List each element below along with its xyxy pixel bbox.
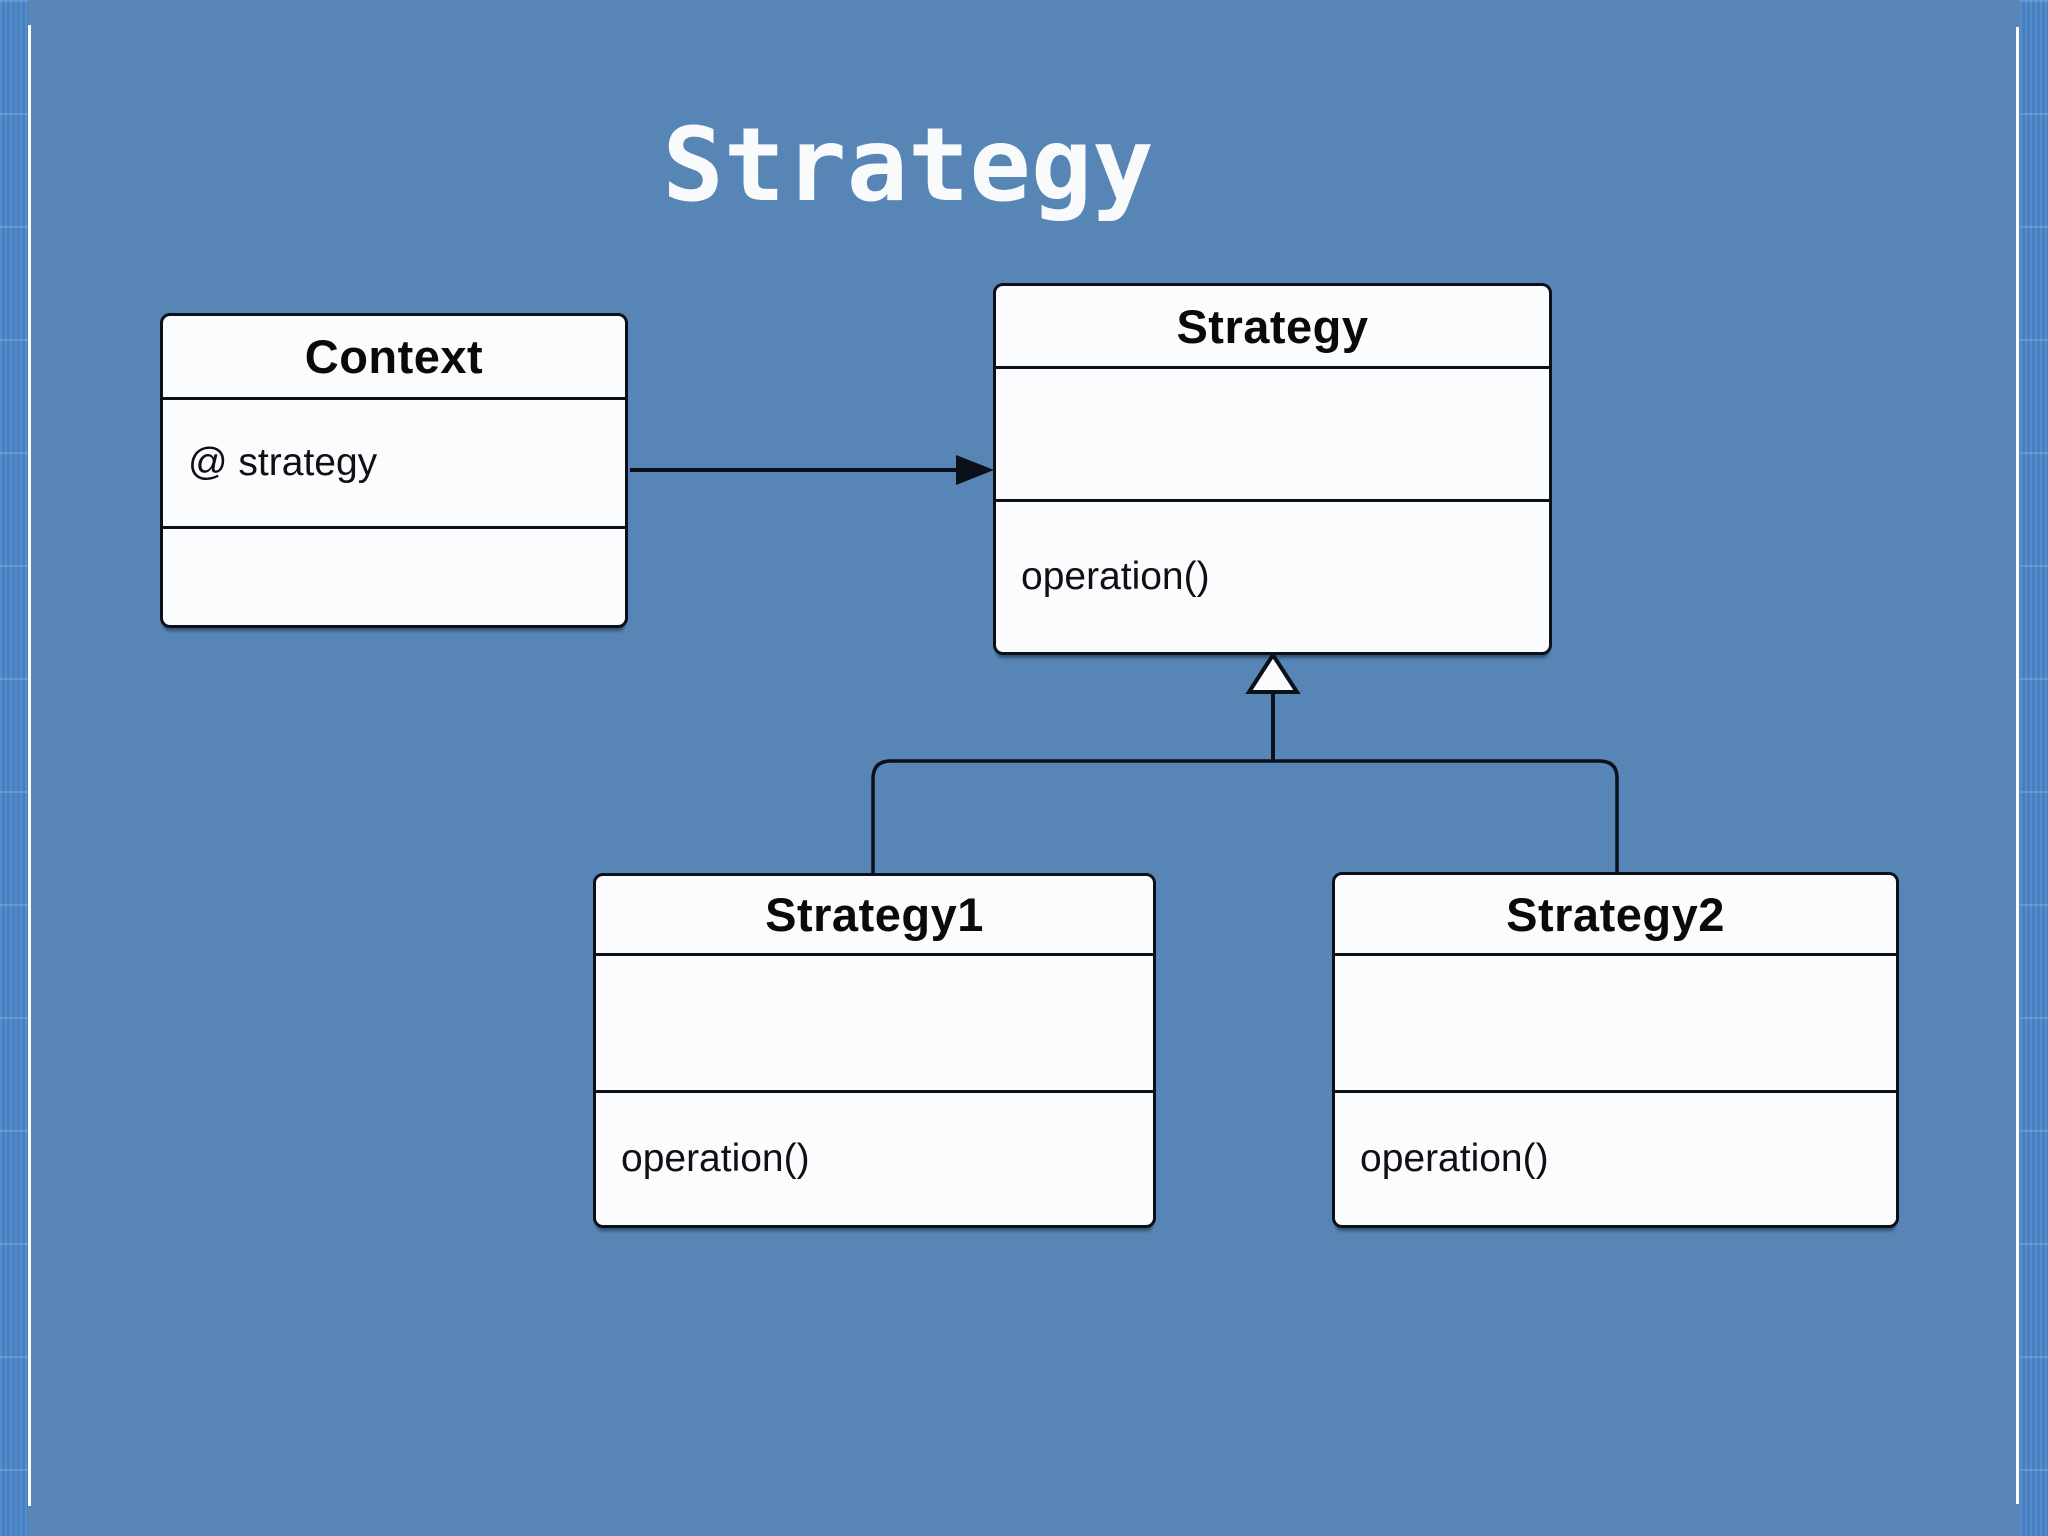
filled-arrowhead-icon	[956, 455, 994, 485]
methods-section: operation()	[996, 502, 1549, 652]
class-name: Strategy2	[1335, 875, 1896, 956]
class-box-strategy: Strategy operation()	[993, 283, 1552, 655]
method-item: operation()	[1360, 1137, 1549, 1180]
diagram-title: Strategy	[662, 106, 1154, 225]
class-name: Context	[163, 316, 625, 400]
right-edge-strip	[2020, 0, 2048, 1536]
class-box-strategy2: Strategy2 operation()	[1332, 872, 1899, 1228]
hollow-triangle-icon	[1245, 651, 1301, 694]
left-edge-strip	[0, 0, 28, 1536]
class-box-strategy1: Strategy1 operation()	[593, 873, 1156, 1228]
attributes-section	[1335, 956, 1896, 1093]
method-item: operation()	[1021, 555, 1210, 598]
method-item: operation()	[621, 1137, 810, 1180]
methods-section	[163, 529, 625, 625]
methods-section: operation()	[596, 1093, 1153, 1225]
inheritance-connector	[871, 651, 1619, 873]
association-arrow	[630, 455, 994, 485]
attributes-section	[596, 956, 1153, 1093]
attribute-item: @ strategy	[188, 441, 378, 484]
left-border-line	[28, 25, 31, 1506]
class-box-context: Context @ strategy	[160, 313, 628, 628]
attributes-section: @ strategy	[163, 400, 625, 529]
class-name: Strategy1	[596, 876, 1153, 956]
methods-section: operation()	[1335, 1093, 1896, 1225]
attributes-section	[996, 369, 1549, 502]
class-name: Strategy	[996, 286, 1549, 369]
right-border-line	[2016, 27, 2019, 1504]
